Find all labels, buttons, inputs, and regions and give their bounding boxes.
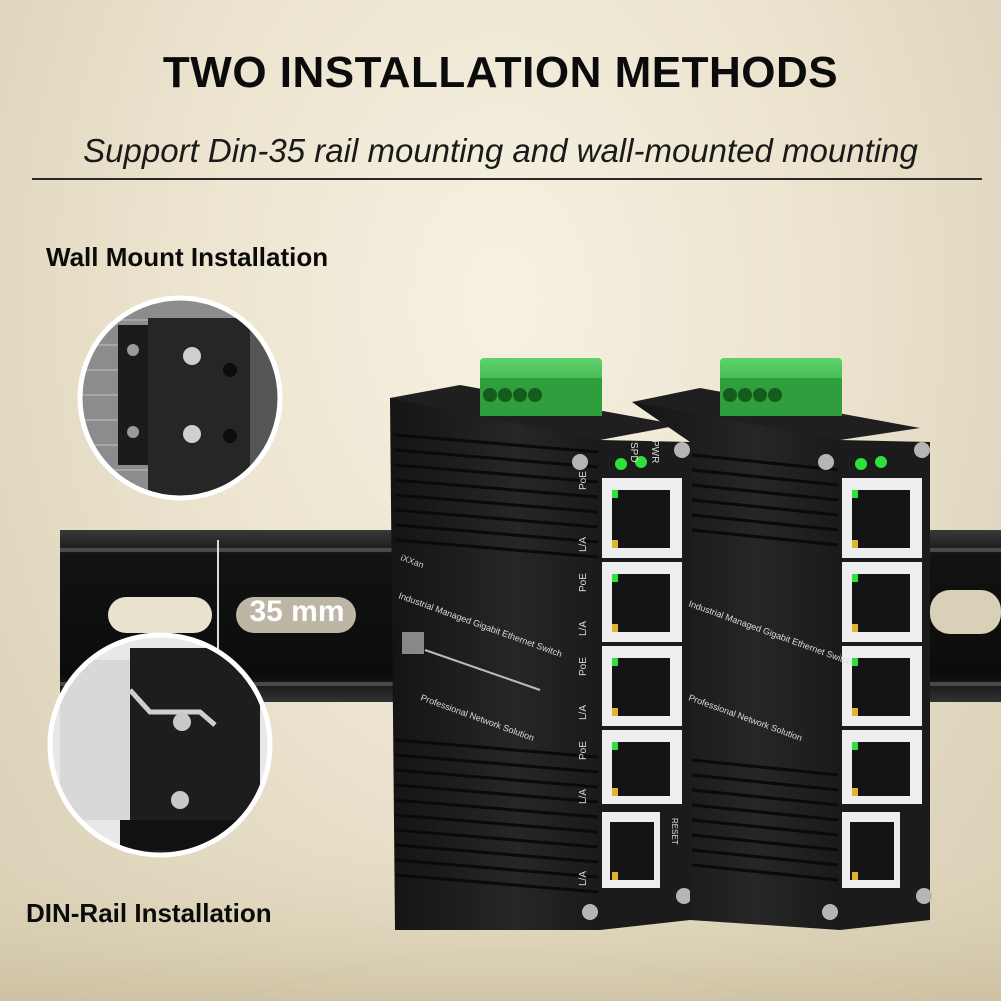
screw-icon [676,888,692,904]
port-label: L/A [578,537,589,552]
led-label-pwr: PWR [649,440,660,463]
port-label: L/A [578,621,589,636]
ethernet-ports [842,478,922,888]
reset-label: RESET [670,818,679,845]
spd-led [615,458,627,470]
page-title: TWO INSTALLATION METHODS [162,48,839,97]
screw-icon [171,791,189,809]
switch-front: SPD PWR PoE L/A PoE L/A PoE L/A PoE L/A … [390,358,698,930]
port-label: PoE [578,741,589,760]
wall-mount-label: Wall Mount Installation [46,242,329,272]
din-rail-inset [50,635,270,855]
screw-icon [127,344,139,356]
pwr-led [875,456,887,468]
screw-icon [127,426,139,438]
rail-slot [108,597,212,633]
screw-icon [818,454,834,470]
port-label: PoE [578,471,589,490]
network-icon [402,632,424,654]
title-divider [32,178,982,180]
screw-icon [183,347,201,365]
port-label: L/A [578,871,589,886]
screw-icon [183,425,201,443]
port-label: L/A [578,789,589,804]
page-subtitle: Support Din-35 rail mounting and wall-mo… [83,132,918,169]
screw-icon [582,904,598,920]
screw-icon [822,904,838,920]
screw-icon [572,454,588,470]
spd-led [855,458,867,470]
port-label: PoE [578,657,589,676]
screw-icon [914,442,930,458]
rail-width-label: 35 mm [249,595,344,628]
rail-slot [930,590,1001,634]
port-label: L/A [578,705,589,720]
ethernet-ports [602,478,682,888]
rail-slot [236,597,356,633]
port-label: PoE [578,573,589,592]
switch-back: Industrial Managed Gigabit Ethernet Swit… [632,358,932,930]
screw-icon [916,888,932,904]
led-label-spd: SPD [628,442,639,463]
screw-icon [173,713,191,731]
screw-icon [674,442,690,458]
din-rail-label: DIN-Rail Installation [26,898,272,928]
power-terminal-block [480,358,602,416]
power-terminal-block [720,358,842,416]
pwr-led [635,456,647,468]
